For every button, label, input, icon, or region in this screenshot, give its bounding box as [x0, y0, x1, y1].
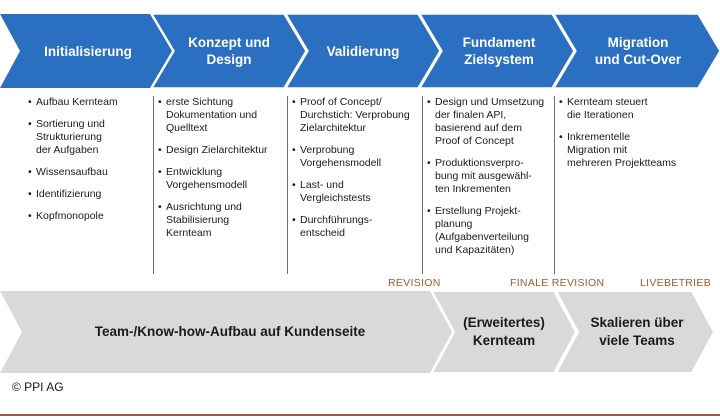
phase-label: Migration und Cut-Over — [594, 35, 682, 67]
activity-item: Aufbau Kernteam — [28, 96, 150, 109]
phase-chevron-row: Initialisierung Konzept und Design Valid… — [0, 14, 720, 88]
phase-chevron-initialisierung: Initialisierung — [0, 14, 172, 88]
chevron-shape-icon — [554, 14, 720, 88]
activity-item: Last- und Vergleichstests — [292, 179, 422, 205]
activity-item: Design und Umsetzung der finalen API, ba… — [427, 96, 557, 148]
activity-item: Proof of Concept/ Durchstich: Verprobung… — [292, 96, 422, 135]
activity-item: Kernteam steuert die Iterationen — [559, 96, 709, 122]
grey-chevron-shapes-icon — [0, 291, 716, 373]
footer-divider — [0, 414, 720, 416]
activity-item: Verprobung Vorgehensmodell — [292, 144, 422, 170]
chevron-shape-icon — [286, 14, 440, 88]
activity-item: Design Zielarchitektur — [158, 144, 286, 157]
activities-migration: Kernteam steuert die Iterationen Inkreme… — [554, 96, 709, 274]
team-chevron-row: Team-/Know-how-Aufbau auf Kundenseite (E… — [0, 291, 720, 373]
milestone-finale-revision: FINALE REVISION — [510, 277, 605, 289]
phase-label: Fundament Zielsystem — [462, 35, 536, 67]
team-phase-label: Skalieren über viele Teams — [590, 315, 684, 348]
phase-label: Initialisierung — [44, 43, 132, 59]
phase-label: Validierung — [326, 43, 400, 59]
chevron-shape-icon — [152, 14, 306, 88]
phase-chevron-migration: Migration und Cut-Over — [554, 14, 720, 88]
activity-item: Produktionsverpro- bung mit ausgewähl- t… — [427, 157, 557, 196]
activities-konzept-design: erste Sichtung Dokumentation und Quellte… — [153, 96, 286, 274]
phase-chevron-fundament-zielsystem: Fundament Zielsystem — [420, 14, 574, 88]
team-phase-label: Team-/Know-how-Aufbau auf Kundenseite — [94, 324, 366, 339]
activity-item: Sortierung und Strukturierung der Aufgab… — [28, 118, 150, 157]
chevron-shape-icon — [0, 14, 172, 88]
team-phase-label: (Erweitertes) Kernteam — [463, 315, 545, 348]
activity-item: Wissensaufbau — [28, 166, 150, 179]
activity-item: Erstellung Projekt- planung (Aufgabenver… — [427, 205, 557, 257]
activities-initialisierung: Aufbau Kernteam Sortierung und Strukturi… — [28, 96, 150, 274]
phase-chevron-validierung: Validierung — [286, 14, 440, 88]
milestone-revision: REVISION — [388, 277, 441, 289]
chevron-shape-icon — [420, 14, 574, 88]
copyright: © PPI AG — [12, 380, 64, 394]
activity-item: Ausrichtung und Stabilisierung Kernteam — [158, 201, 286, 240]
milestone-livebetrieb: LIVEBETRIEB — [640, 277, 711, 289]
activities-fundament-zielsystem: Design und Umsetzung der finalen API, ba… — [422, 96, 557, 274]
activity-item: Identifizierung — [28, 188, 150, 201]
activity-item: Inkrementelle Migration mit mehreren Pro… — [559, 131, 709, 170]
phase-chevron-konzept-design: Konzept und Design — [152, 14, 306, 88]
activity-item: Entwicklung Vorgehensmodell — [158, 166, 286, 192]
activities-validierung: Proof of Concept/ Durchstich: Verprobung… — [287, 96, 422, 274]
activity-item: Kopfmonopole — [28, 210, 150, 223]
activity-item: Durchführungs- entscheid — [292, 214, 422, 240]
activity-item: erste Sichtung Dokumentation und Quellte… — [158, 96, 286, 135]
phase-label: Konzept und Design — [188, 35, 270, 67]
